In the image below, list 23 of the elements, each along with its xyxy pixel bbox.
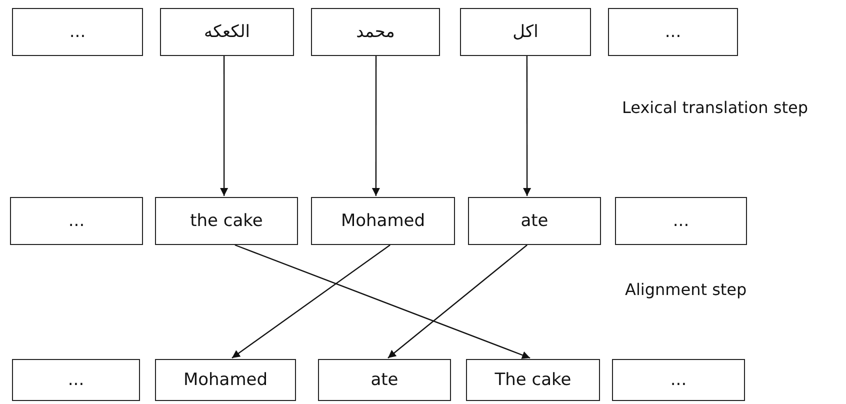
arrow (388, 244, 528, 358)
word-box: اكل (460, 8, 591, 56)
step-label: Lexical translation step (622, 98, 808, 117)
arrow (232, 244, 390, 358)
word-box: Mohamed (155, 359, 296, 401)
word-box: the cake (155, 197, 298, 245)
word-box: ... (615, 197, 747, 245)
arrow (372, 56, 380, 196)
word-box: ... (12, 8, 143, 56)
word-box: ... (12, 359, 140, 401)
word-box: ... (10, 197, 143, 245)
word-box: ... (608, 8, 738, 56)
word-box: The cake (466, 359, 600, 401)
word-box: محمد (311, 8, 440, 56)
word-box: ate (468, 197, 601, 245)
word-box: الكعكه (160, 8, 294, 56)
step-label: Alignment step (625, 280, 747, 299)
word-box: Mohamed (311, 197, 455, 245)
arrow (523, 56, 532, 196)
arrow (220, 56, 228, 196)
arrow (234, 244, 530, 359)
word-box: ate (318, 359, 451, 401)
word-box: ... (612, 359, 745, 401)
